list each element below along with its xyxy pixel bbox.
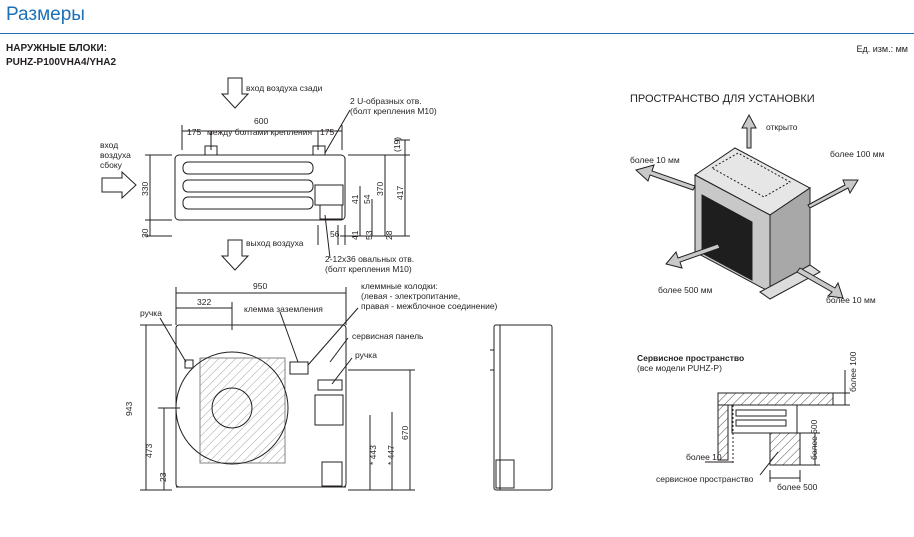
top-view — [101, 77, 410, 271]
service-space-title: Сервисное пространство — [637, 353, 744, 363]
install-space-title: ПРОСТРАНСТВО ДЛЯ УСТАНОВКИ — [630, 93, 815, 105]
dim-370: 370 — [375, 182, 385, 196]
dim-23: 23 — [158, 472, 168, 482]
air-out-label: выход воздуха — [246, 238, 304, 248]
dim-175-left: 175 — [187, 127, 201, 137]
install-space-figure — [634, 113, 859, 300]
top-view-labels: вход воздуха сзади вход воздуха сбоку вы… — [100, 83, 437, 274]
top-100-label: более 100 — [848, 351, 858, 392]
front-500-label: более 500 мм — [658, 285, 713, 295]
dim-943: 943 — [124, 402, 134, 416]
title-rule — [0, 33, 914, 34]
right-500-label: более 500 — [809, 419, 819, 460]
dim-41-bottom: 41 — [350, 230, 360, 240]
service-space-label: сервисное пространство — [656, 474, 754, 484]
dim-330: 330 — [140, 182, 150, 196]
arrow-left — [634, 164, 696, 191]
air-in-rear-label: вход воздуха сзади — [246, 83, 323, 93]
air-in-side-label-2: воздуха — [100, 150, 131, 160]
front-view — [140, 287, 553, 491]
left-10-service-label: более 10 — [686, 452, 722, 462]
dim-670: 670 — [400, 426, 410, 440]
arrow-right — [807, 179, 859, 209]
units-label: Ед. изм.: мм — [856, 44, 908, 54]
front-view-labels: 950 322 ручка клемма заземления клеммные… — [124, 281, 498, 482]
air-in-rear-arrow — [220, 77, 250, 109]
service-space-labels: Сервисное пространство (все модели PUHZ-… — [637, 351, 858, 492]
service-space-subtitle: (все модели PUHZ-P) — [637, 363, 722, 373]
u-holes-label-1: 2 U-образных отв. — [350, 96, 422, 106]
arrow-bottom-right — [796, 267, 844, 299]
air-in-side-label-3: сбоку — [100, 160, 123, 170]
terminal-blocks-label-2: (левая - электропитание, — [361, 291, 460, 301]
dim-447: * 447 — [386, 445, 396, 465]
air-out-arrow — [220, 239, 250, 271]
dim-53: 53 — [364, 230, 374, 240]
dim-30: 30 — [140, 228, 150, 238]
bottom-500-label: более 500 — [777, 482, 818, 492]
ground-terminal-label: клемма заземления — [244, 304, 323, 314]
dim-28: 28 — [384, 230, 394, 240]
terminal-blocks-label-1: клеммные колодки: — [361, 281, 438, 291]
bottom-10-label: более 10 мм — [826, 295, 876, 305]
arrow-front — [665, 243, 721, 269]
handle2-label: ручка — [355, 350, 377, 360]
open-label: открыто — [766, 122, 798, 132]
model-number: PUHZ-P100VHA4/YHA2 — [6, 57, 117, 68]
dim-417: 417 — [395, 186, 405, 200]
dim-175-right: 175 — [320, 127, 334, 137]
oval-holes-label-1: 2-12х36 овальных отв. — [325, 254, 414, 264]
arrow-up — [741, 113, 757, 149]
handle-label: ручка — [140, 308, 162, 318]
unit-side-outline — [493, 324, 553, 491]
service-panel-label: сервисная панель — [352, 331, 424, 341]
dim-56: 56 — [330, 229, 340, 239]
dim-41-top: 41 — [350, 194, 360, 204]
oval-holes-label-2: (болт крепления М10) — [325, 264, 412, 274]
page-title: Размеры — [6, 4, 85, 25]
model-label: НАРУЖНЫЕ БЛОКИ: — [6, 43, 108, 54]
right-100-label: более 100 мм — [830, 149, 885, 159]
dim-600: 600 — [254, 116, 268, 126]
u-holes-label-2: (болт крепления М10) — [350, 106, 437, 116]
terminal-blocks-label-3: правая - межблочное соединение) — [361, 301, 498, 311]
dim-19: (19) — [392, 137, 402, 152]
dim-950: 950 — [253, 281, 267, 291]
dim-473: 473 — [144, 444, 154, 458]
service-space-figure — [705, 370, 850, 482]
left-10-label: более 10 мм — [630, 155, 680, 165]
dim-322: 322 — [197, 297, 211, 307]
air-in-side-arrow — [101, 170, 137, 200]
install-space-labels: ПРОСТРАНСТВО ДЛЯ УСТАНОВКИ открыто более… — [630, 93, 885, 305]
dim-443: * 443 — [368, 445, 378, 465]
dim-54: 54 — [362, 194, 372, 204]
dim-between-bolts: между болтами крепления — [207, 127, 312, 137]
air-in-side-label-1: вход — [100, 140, 118, 150]
